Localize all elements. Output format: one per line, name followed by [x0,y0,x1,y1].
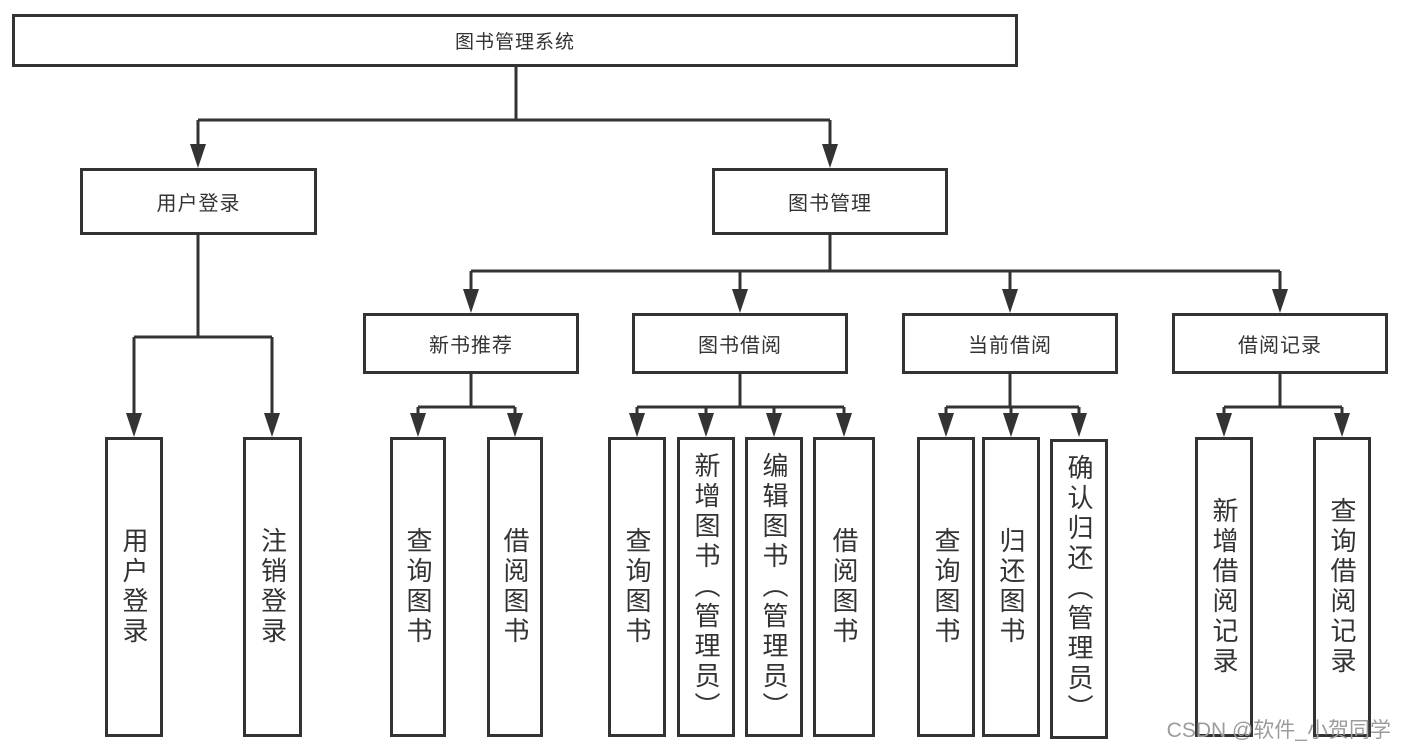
node-book-management: 图书管理 [712,168,948,235]
node-label: 查询图书 [931,527,961,647]
leaf-bb-query-book: 查询图书 [608,437,666,737]
leaf-br-add-record: 新增借阅记录 [1195,437,1253,737]
leaf-nb-query-book: 查询图书 [390,437,446,737]
node-label: 查询图书 [622,527,652,647]
node-label: 新增借阅记录 [1209,497,1239,677]
node-user-login: 用户登录 [80,168,317,235]
leaf-bb-borrow-book: 借阅图书 [813,437,875,737]
leaf-user-login: 用户登录 [105,437,163,737]
node-label: 新书推荐 [429,335,513,357]
node-current-borrow: 当前借阅 [902,313,1118,374]
node-label: 当前借阅 [968,335,1052,357]
leaf-cb-query-book: 查询图书 [917,437,975,737]
node-label: 查询借阅记录 [1327,497,1357,677]
node-label: 借阅图书 [500,527,530,647]
node-book-borrow: 图书借阅 [632,313,848,374]
node-label: 图书管理系统 [454,32,575,53]
node-label: 图书借阅 [698,335,782,357]
node-label: 注销登录 [257,527,288,647]
leaf-nb-borrow-book: 借阅图书 [487,437,543,737]
leaf-bb-edit-book-admin: 编辑图书（管理员） [745,437,803,737]
node-new-book-recommend: 新书推荐 [363,313,579,374]
node-label: 借阅记录 [1238,335,1322,357]
node-label: 编辑图书（管理员） [759,452,789,722]
node-label: 图书管理 [788,193,872,215]
watermark: CSDN @软件_小贺同学 [1166,719,1391,742]
leaf-cb-confirm-return-admin: 确认归还（管理员） [1050,439,1108,739]
node-borrow-records: 借阅记录 [1172,313,1388,374]
node-label: 新增图书（管理员） [691,452,721,722]
node-label: 借阅图书 [829,527,859,647]
node-label: 确认归还（管理员） [1064,454,1094,724]
node-root-library-system: 图书管理系统 [12,14,1018,67]
node-label: 归还图书 [996,527,1026,647]
leaf-br-query-record: 查询借阅记录 [1313,437,1371,737]
leaf-bb-add-book-admin: 新增图书（管理员） [677,437,735,737]
node-label: 用户登录 [156,193,241,215]
leaf-cb-return-book: 归还图书 [982,437,1040,737]
node-label: 用户登录 [119,527,149,647]
leaf-logout: 注销登录 [243,437,302,737]
node-label: 查询图书 [403,527,433,647]
